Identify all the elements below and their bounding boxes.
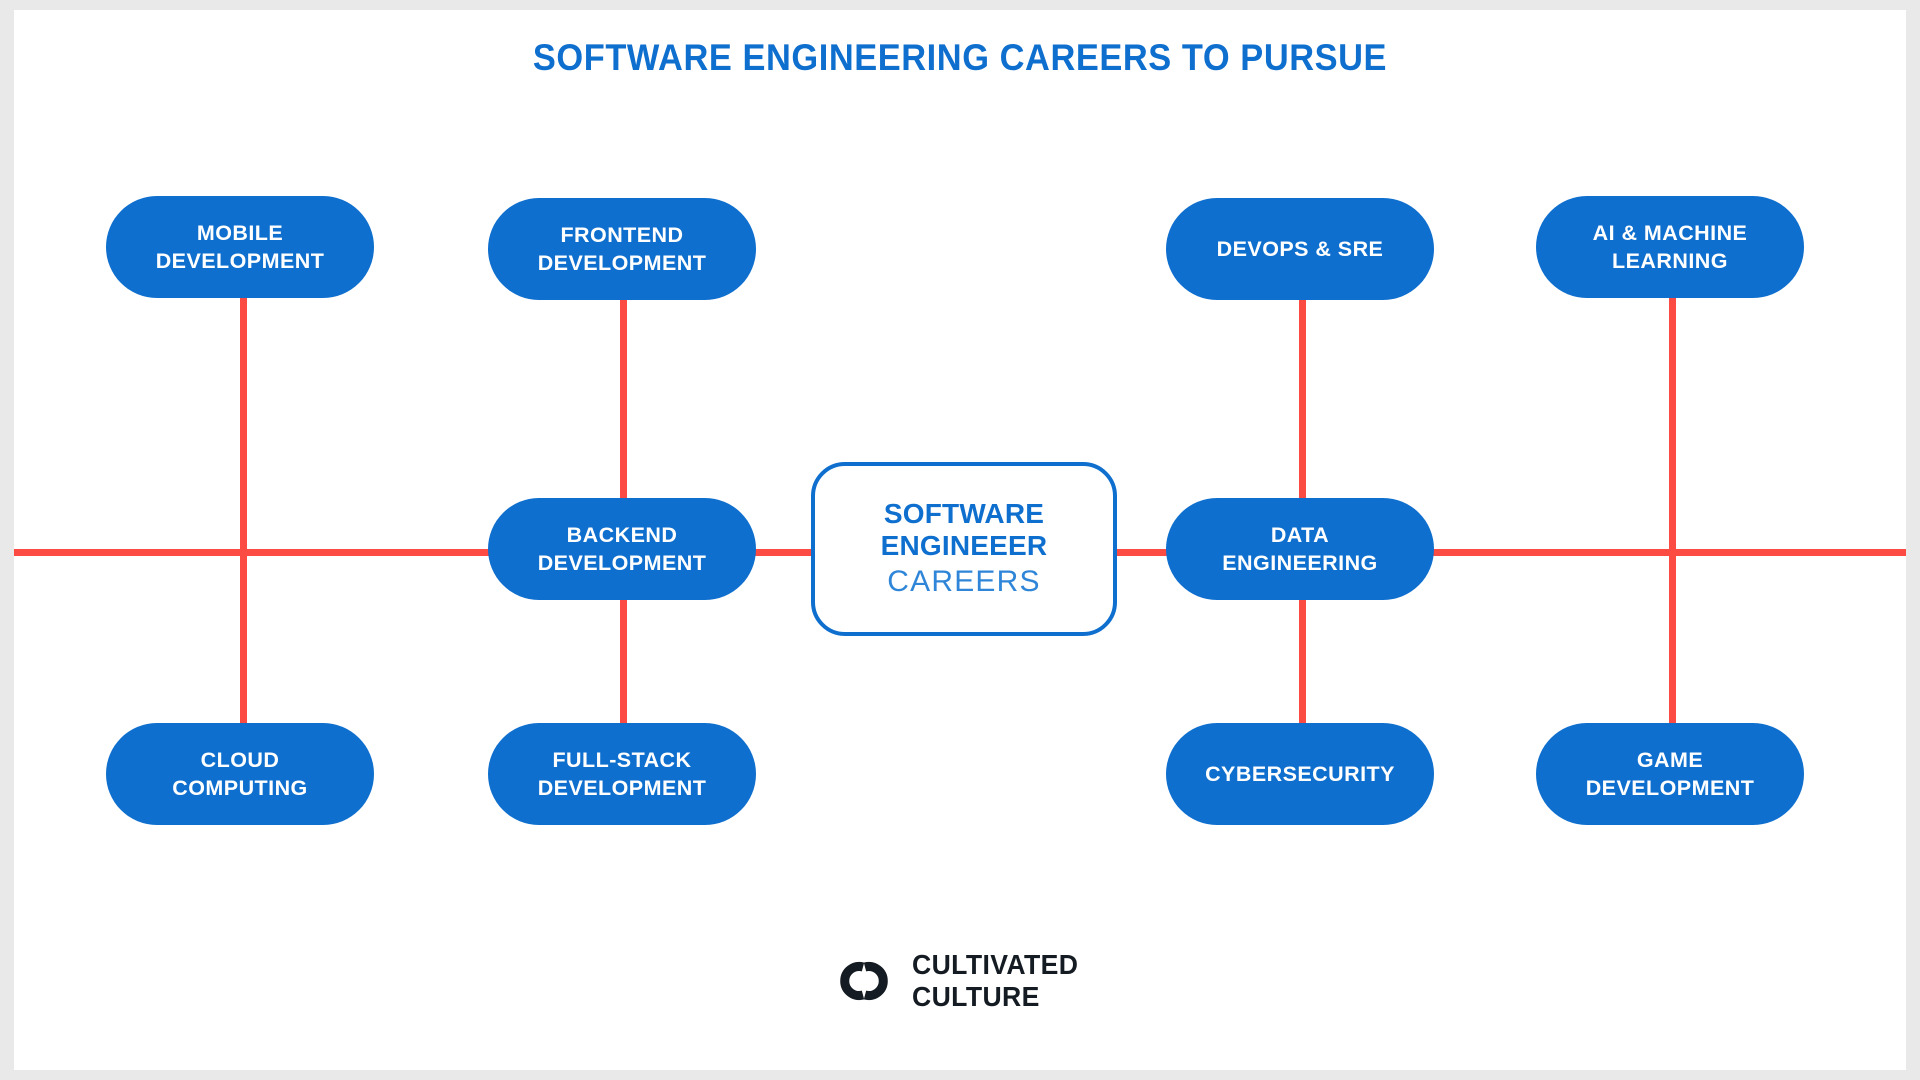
connector-devops-to-data-engineering	[1299, 300, 1306, 500]
brand-logo-text: CULTIVATED CULTURE	[911, 949, 1079, 1012]
node-center-software-engineer-careers[interactable]: SOFTWARE ENGINEEER CAREERS	[811, 462, 1117, 636]
node-frontend-development[interactable]: FRONTEND DEVELOPMENT	[488, 198, 756, 300]
node-mobile-development[interactable]: MOBILE DEVELOPMENT	[106, 196, 374, 298]
center-title-line-1: SOFTWARE	[883, 497, 1045, 529]
node-devops-sre[interactable]: DEVOPS & SRE	[1166, 198, 1434, 300]
diagram-canvas: SOFTWARE ENGINEERING CAREERS TO PURSUE M…	[14, 10, 1906, 1070]
node-cybersecurity[interactable]: CYBERSECURITY	[1166, 723, 1434, 825]
node-ai-machine-learning[interactable]: AI & MACHINE LEARNING	[1536, 196, 1804, 298]
node-full-stack-development[interactable]: FULL-STACK DEVELOPMENT	[488, 723, 756, 825]
center-title-line-2: ENGINEEER	[880, 530, 1048, 561]
center-title-line-3: CAREERS	[887, 565, 1041, 599]
node-game-development[interactable]: GAME DEVELOPMENT	[1536, 723, 1804, 825]
connector-data-engineering-to-cybersecurity	[1299, 600, 1306, 725]
node-cloud-computing[interactable]: CLOUD COMPUTING	[106, 723, 374, 825]
connector-column-1-vertical	[240, 298, 247, 723]
page-title: SOFTWARE ENGINEERING CAREERS TO PURSUE	[532, 37, 1388, 78]
connector-frontend-to-backend	[620, 300, 627, 500]
connector-backend-to-fullstack	[620, 600, 627, 725]
brand-logo: CULTIVATED CULTURE	[14, 949, 1906, 1012]
node-data-engineering[interactable]: DATA ENGINEERING	[1166, 498, 1434, 600]
node-backend-development[interactable]: BACKEND DEVELOPMENT	[488, 498, 756, 600]
connector-column-4-vertical	[1669, 298, 1676, 723]
interlocking-links-icon	[840, 961, 888, 1000]
